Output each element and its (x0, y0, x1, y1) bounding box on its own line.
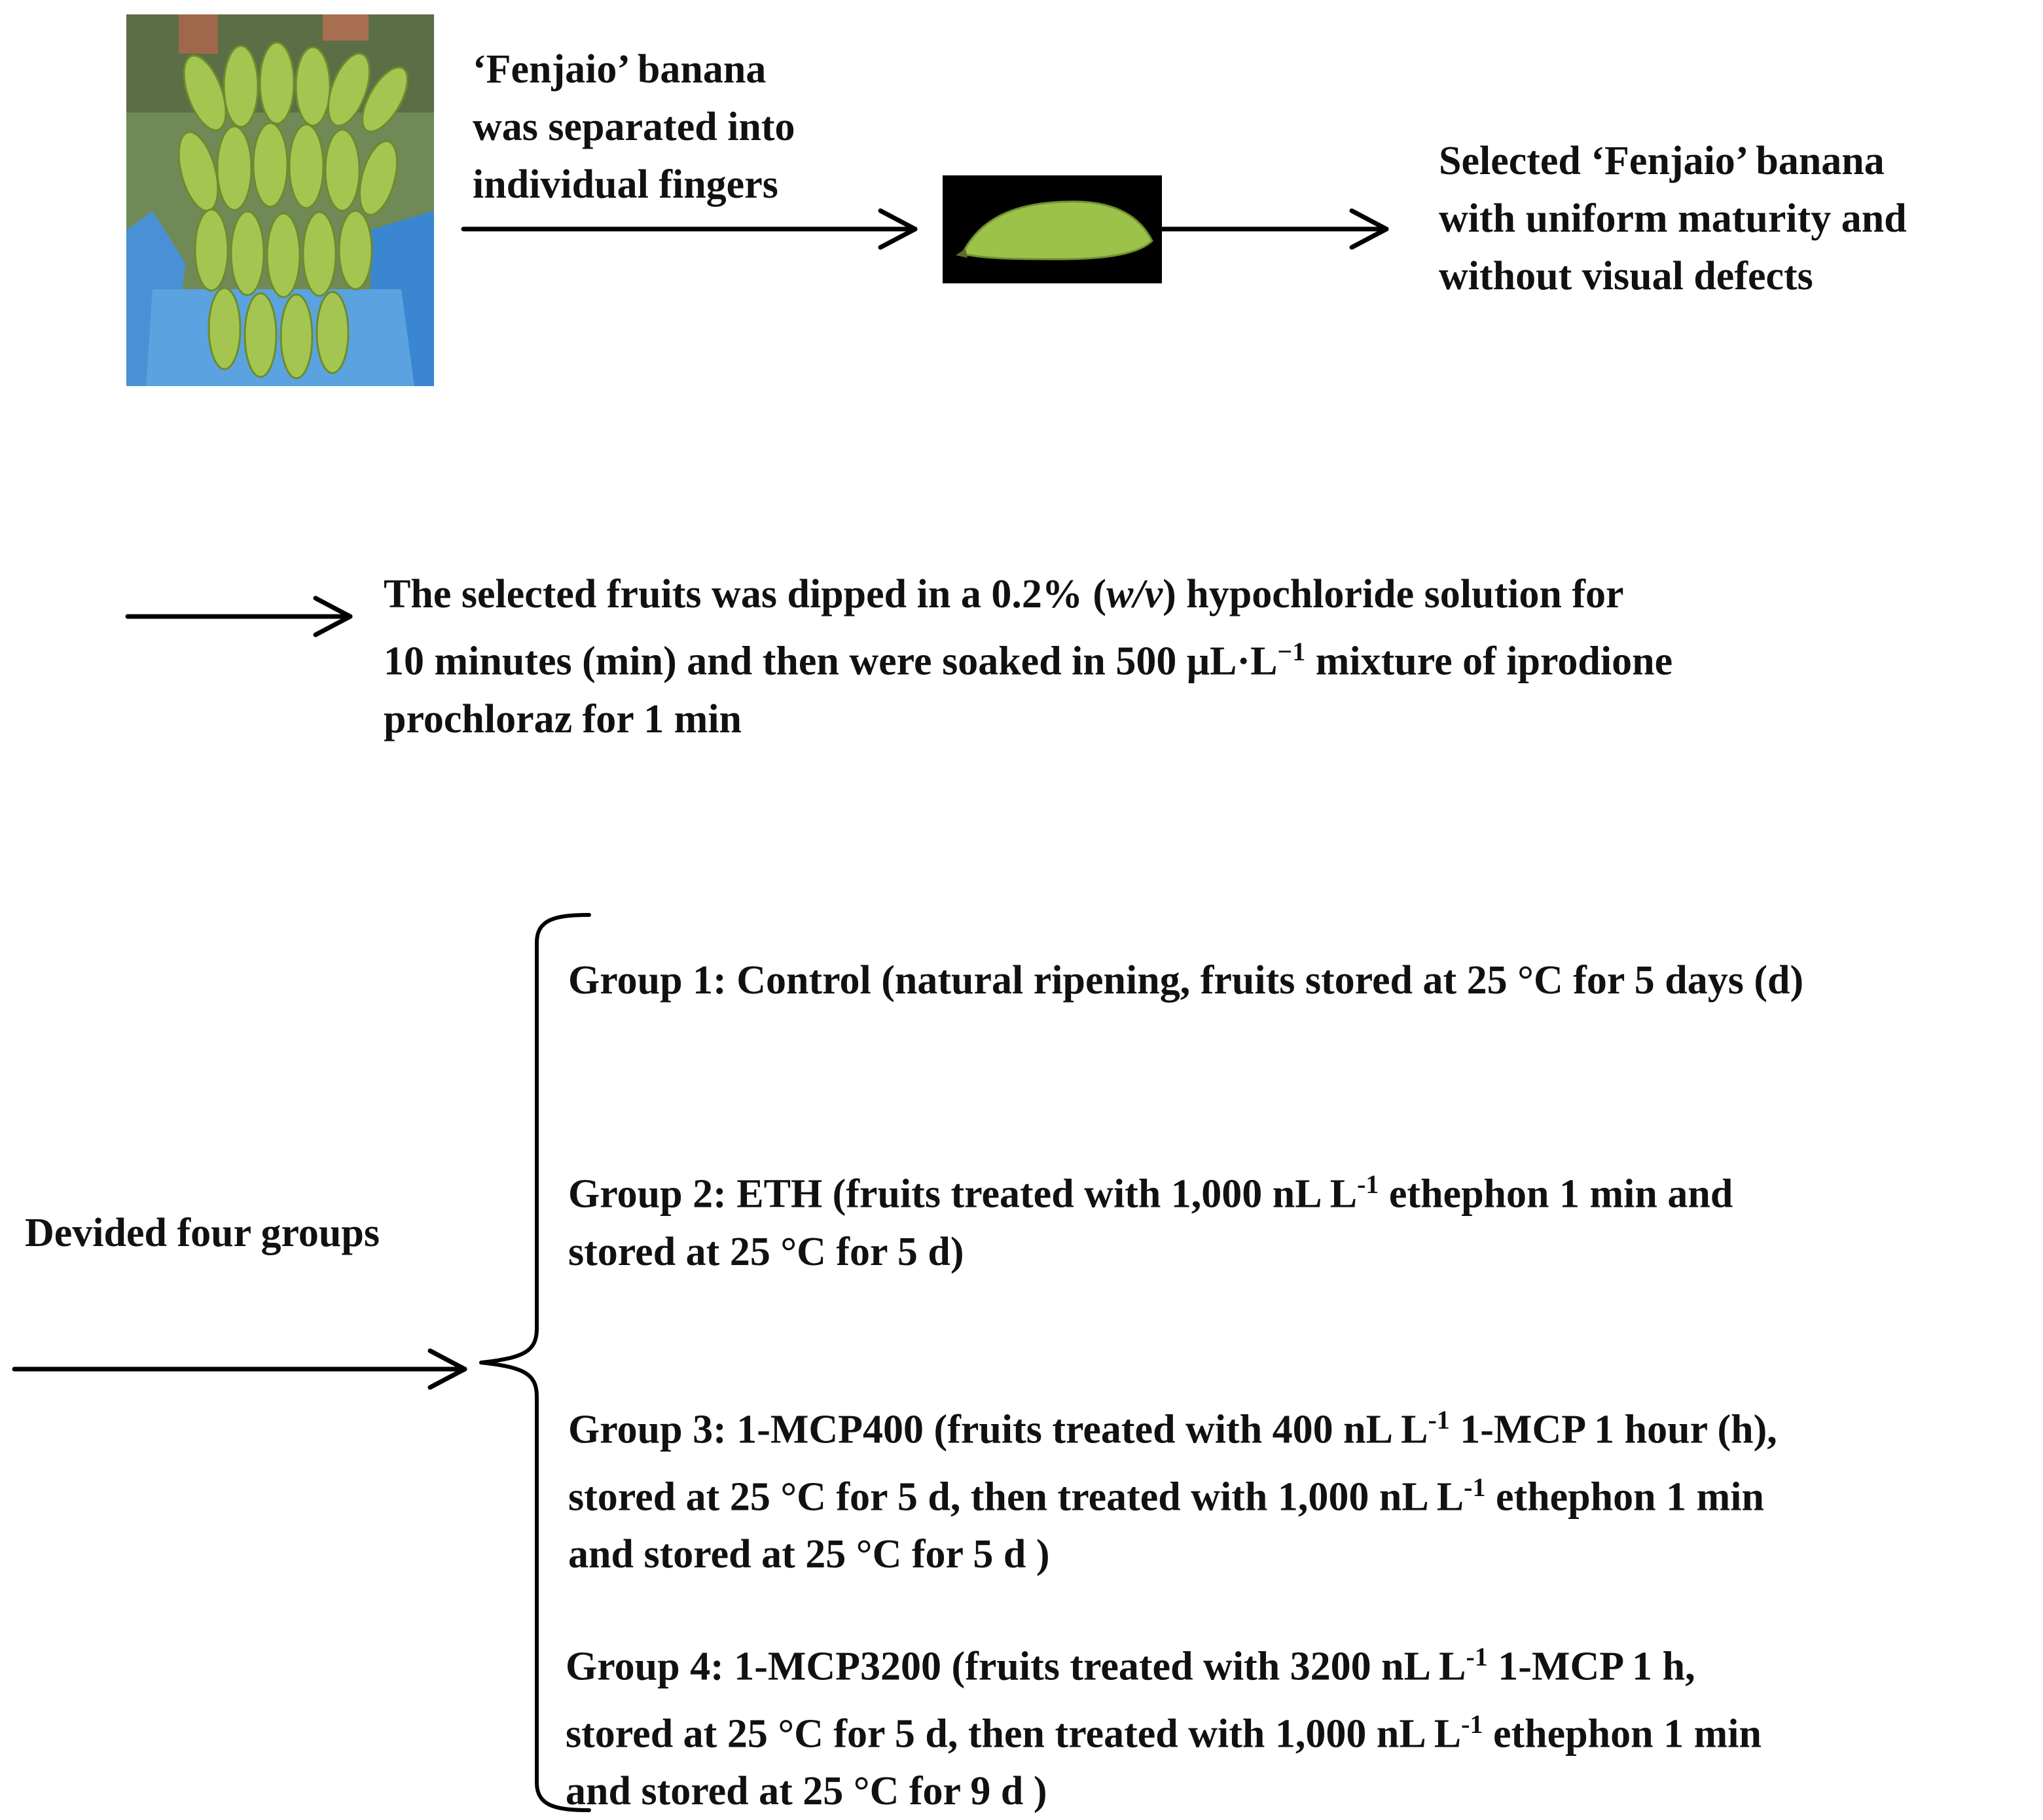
group-4-text: Group 4: 1-MCP3200 (fruits treated with … (566, 1628, 1762, 1820)
step3-text: The selected fruits was dipped in a 0.2%… (384, 565, 1672, 748)
group-4-line-1: Group 4: 1-MCP3200 (fruits treated with … (566, 1642, 1695, 1689)
group-2-line-2: stored at 25 °C for 5 d) (568, 1229, 964, 1274)
arrow-to-groups (12, 1348, 467, 1390)
step2-line: without visual defects (1439, 254, 1813, 298)
divide-label: Devided four groups (25, 1211, 380, 1255)
group-3-text: Group 3: 1-MCP400 (fruits treated with 4… (568, 1391, 1777, 1583)
group-3-line-3: and stored at 25 °C for 5 d ) (568, 1532, 1050, 1577)
step3-line-3: prochloraz for 1 min (384, 696, 742, 741)
step2-line: Selected ‘Fenjaio’ banana (1439, 139, 1885, 183)
group-4-line-3: and stored at 25 °C for 9 d ) (566, 1769, 1047, 1814)
step1-line: was separated into (473, 105, 795, 149)
arrow-to-dipping-step (125, 596, 353, 637)
group-3-line-1: Group 3: 1-MCP400 (fruits treated with 4… (568, 1405, 1777, 1452)
step3-line-1: The selected fruits was dipped in a 0.2%… (384, 572, 1624, 616)
step1-line: ‘Fenjaio’ banana (473, 47, 767, 92)
banana-bunch-photo (126, 14, 434, 386)
group-2-text: Group 2: ETH (fruits treated with 1,000 … (568, 1156, 1733, 1281)
group-2-line-1: Group 2: ETH (fruits treated with 1,000 … (568, 1169, 1733, 1217)
group-3-line-2: stored at 25 °C for 5 d, then treated wi… (568, 1472, 1764, 1520)
groups-brace (479, 913, 591, 1812)
arrow-photo-to-finger (461, 208, 918, 250)
step2-line: with uniform maturity and (1439, 196, 1907, 241)
group-4-line-2: stored at 25 °C for 5 d, then treated wi… (566, 1709, 1762, 1757)
banana-finger-photo (943, 175, 1162, 283)
group-1-line: Group 1: Control (natural ripening, frui… (568, 958, 1804, 1003)
step1-line: individual fingers (473, 162, 778, 207)
step3-line-2: 10 minutes (min) and then were soaked in… (384, 637, 1673, 684)
arrow-finger-to-selected (1159, 208, 1389, 250)
step2-text: Selected ‘Fenjaio’ banana with uniform m… (1439, 132, 1907, 305)
group-1-text: Group 1: Control (natural ripening, frui… (568, 952, 1803, 1009)
step1-text: ‘Fenjaio’ banana was separated into indi… (473, 41, 795, 213)
